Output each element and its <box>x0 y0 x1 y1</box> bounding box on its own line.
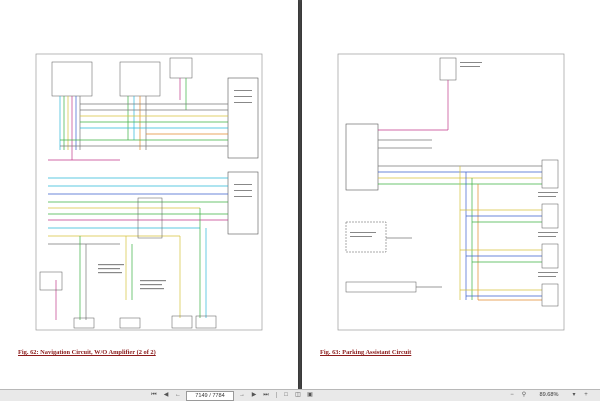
first-page-icon[interactable]: ⏮ <box>151 392 157 398</box>
next-arrow-icon[interactable]: → <box>239 392 245 398</box>
document-page-left: Fig. 62: Navigation Circuit, W/O Amplifi… <box>0 0 298 389</box>
double-page-icon[interactable]: ◫ <box>295 392 301 398</box>
zoom-level[interactable]: 89.68% <box>539 392 559 398</box>
fit-page-icon[interactable]: ▣ <box>307 392 313 398</box>
last-page-icon[interactable]: ⏭ <box>263 392 269 398</box>
parking-assistant-diagram <box>337 53 565 331</box>
zoom-in-icon[interactable]: + <box>584 392 588 398</box>
viewer-toolbar: ⏮ ◀ ← 7149 / 7784 → ▶ ⏭ □ ◫ ▣ − ⚲ 89.68%… <box>0 389 600 401</box>
figure-caption: Fig. 63: Parking Assistant Circuit <box>320 349 412 356</box>
zoom-search-icon[interactable]: ⚲ <box>521 392 527 398</box>
zoom-menu-icon[interactable]: ▾ <box>572 392 576 398</box>
prev-arrow-icon[interactable]: ← <box>175 392 181 398</box>
next-page-icon[interactable]: ▶ <box>251 392 257 398</box>
prev-page-icon[interactable]: ◀ <box>163 392 169 398</box>
zoom-out-icon[interactable]: − <box>510 392 514 398</box>
document-page-right: Fig. 63: Parking Assistant Circuit <box>302 0 600 389</box>
navigation-circuit-diagram <box>35 53 263 331</box>
single-page-icon[interactable]: □ <box>284 392 288 398</box>
figure-caption: Fig. 62: Navigation Circuit, W/O Amplifi… <box>18 349 156 356</box>
